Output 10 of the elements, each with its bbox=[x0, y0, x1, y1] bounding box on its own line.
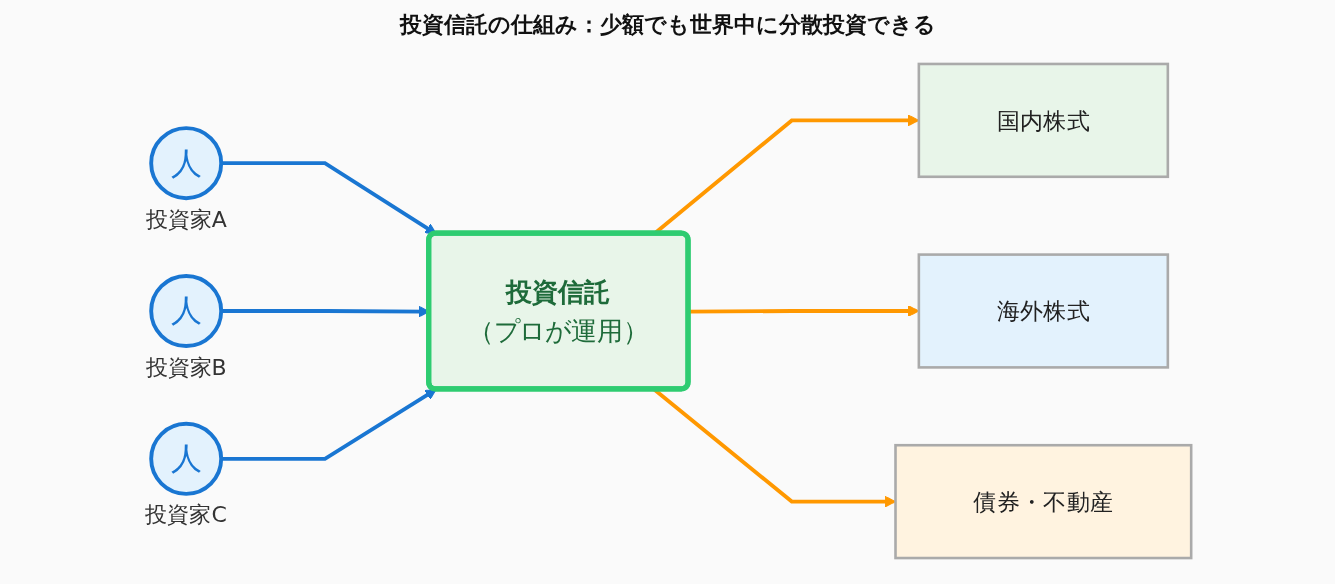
node-caption: 投資家C bbox=[145, 502, 227, 528]
diagram-title: 投資信託の仕組み：少額でも世界中に分散投資できる bbox=[398, 11, 937, 39]
node-box: 海外株式 bbox=[917, 253, 1169, 369]
node-caption: 投資家A bbox=[145, 206, 227, 232]
node-circle: 人 bbox=[148, 421, 223, 496]
node-circle: 人 bbox=[148, 126, 223, 201]
node-circle: 人 bbox=[148, 274, 223, 348]
node-caption: 投資家B bbox=[145, 354, 227, 380]
node-box: 債券・不動産 bbox=[893, 443, 1192, 560]
node-box: 国内株式 bbox=[917, 62, 1169, 179]
